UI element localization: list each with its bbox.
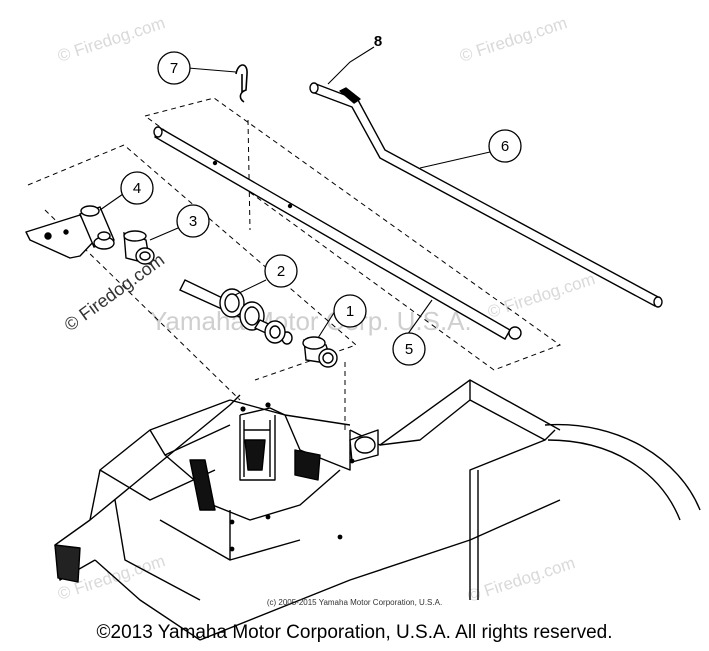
callout-6: 6 xyxy=(488,129,522,163)
callout-4: 4 xyxy=(120,171,154,205)
frame-bolts xyxy=(229,402,355,552)
watermark-yamaha: Yamaha Motor Corp. U.S.A. xyxy=(150,306,472,336)
bushing-1 xyxy=(302,336,338,368)
callout-label-3: 3 xyxy=(189,213,197,230)
bushing-4 xyxy=(79,205,115,250)
shaft-5 xyxy=(153,126,522,340)
callout-8: 8 xyxy=(374,33,382,50)
callout-label-6: 6 xyxy=(501,138,509,155)
lever-rod-6 xyxy=(309,82,663,308)
callout-1: 1 xyxy=(333,294,367,328)
main-copyright: ©2013 Yamaha Motor Corporation, U.S.A. A… xyxy=(96,622,613,643)
bushing-3 xyxy=(123,230,155,265)
frame-body xyxy=(54,379,701,641)
callout-5: 5 xyxy=(392,332,426,366)
watermark-top-left: © Firedog.com xyxy=(55,13,167,66)
watermark-mid-right: © Firedog.com xyxy=(485,269,597,322)
r-clip-pin-7 xyxy=(235,64,248,103)
callout-label-8: 8 xyxy=(374,33,382,50)
callout-label-7: 7 xyxy=(170,60,178,77)
watermark-top-right: © Firedog.com xyxy=(457,13,569,66)
spring-collar-2 xyxy=(179,279,293,345)
callout-label-2: 2 xyxy=(277,263,285,280)
callout-label-5: 5 xyxy=(405,341,413,358)
callout-7: 7 xyxy=(157,51,191,85)
callout-3: 3 xyxy=(176,204,210,238)
callout-label-4: 4 xyxy=(133,180,141,197)
small-copyright: (c) 2005-2015 Yamaha Motor Corporation, … xyxy=(266,598,443,607)
callout-label-1: 1 xyxy=(346,303,354,320)
callout-2: 2 xyxy=(264,254,298,288)
watermark-layer: © Firedog.com © Firedog.com © Firedog.co… xyxy=(55,13,597,606)
